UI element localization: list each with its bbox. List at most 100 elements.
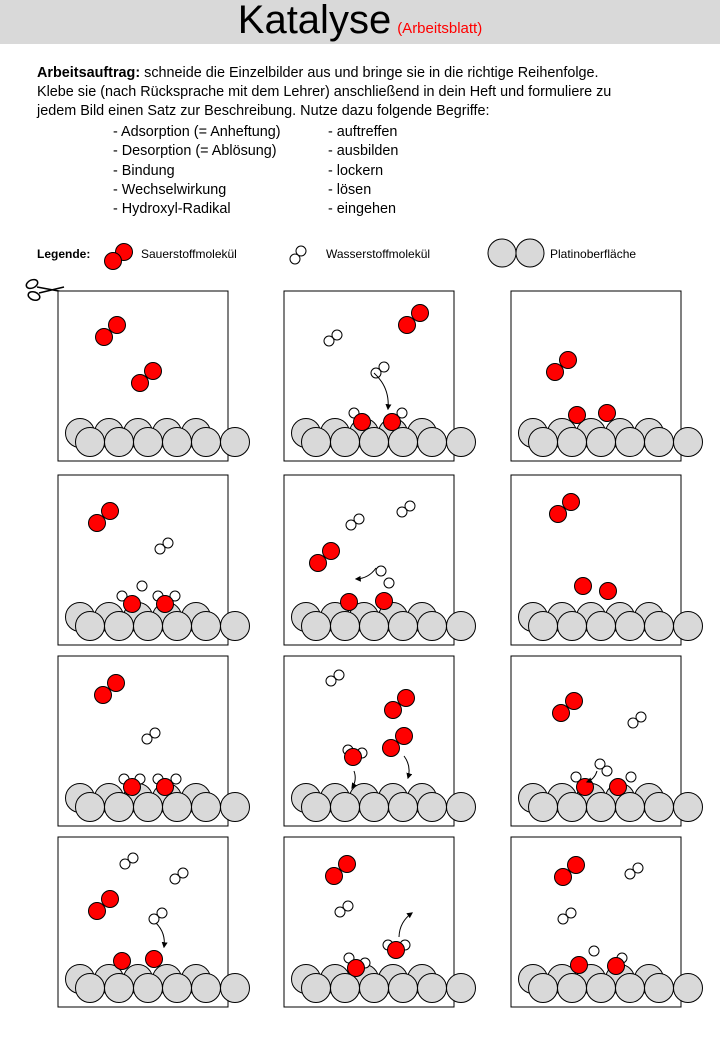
- hydrogen-atom: [333, 669, 345, 681]
- reaction-panel: [283, 474, 476, 646]
- oxygen-atom: [565, 692, 583, 710]
- oxygen-molecule: [398, 304, 429, 334]
- hydrogen-atom: [119, 858, 131, 870]
- legend-hydrogen-label: Wasserstoffmolekül: [326, 247, 431, 261]
- oxygen-atom: [101, 502, 119, 520]
- platinum-atom: [359, 973, 389, 1003]
- term-item: - eingehen: [328, 201, 397, 218]
- hydrogen-molecule: [627, 711, 647, 729]
- hydrogen-atom: [331, 329, 343, 341]
- instructions: Arbeitsauftrag: schneide die Einzelbilde…: [37, 64, 687, 121]
- term-item: - lockern: [328, 162, 384, 179]
- hydrogen-atom: [345, 519, 357, 531]
- reaction-panel: [510, 655, 703, 827]
- oxygen-molecule: [382, 727, 413, 757]
- hydrogen-molecule: [557, 907, 577, 925]
- hydrogen-atom: [127, 852, 139, 864]
- hydrogen-atom: [162, 537, 174, 549]
- platinum-atom: [133, 427, 163, 457]
- hydrogen-atom: [588, 945, 600, 957]
- hydrogen-molecule: [325, 669, 345, 687]
- platinum-atom: [220, 427, 250, 457]
- legend-hydrogen-icon: [289, 245, 307, 265]
- platinum-atom: [673, 973, 703, 1003]
- oxygen-molecule: [549, 493, 580, 523]
- hydrogen-atom: [136, 580, 148, 592]
- term-list: - Adsorption (= Anheftung) - Desorption …: [113, 123, 398, 219]
- reaction-panel: [510, 290, 703, 462]
- term-item: - ausbilden: [328, 143, 399, 160]
- legend-label: Legende:: [37, 247, 91, 261]
- oxygen-atom: [552, 704, 570, 722]
- hydrogen-atom: [396, 506, 408, 518]
- platinum-atom: [162, 611, 192, 641]
- movement-arrow: [155, 922, 168, 949]
- platinum-atom: [528, 611, 558, 641]
- oxygen-atom: [145, 950, 163, 968]
- platinum-atom: [330, 611, 360, 641]
- term-column-right: - auftreffen - ausbilden - lockern - lös…: [328, 123, 398, 219]
- oxygen-atom: [599, 582, 617, 600]
- oxygen-molecule: [94, 674, 125, 704]
- platinum-atom: [191, 611, 221, 641]
- platinum-atom: [446, 973, 476, 1003]
- hydrogen-atom: [570, 771, 582, 783]
- oxygen-atom: [88, 902, 106, 920]
- oxygen-atom: [598, 404, 616, 422]
- oxygen-atom: [568, 406, 586, 424]
- oxygen-atom: [156, 595, 174, 613]
- hydrogen-atom: [342, 900, 354, 912]
- platinum-atom: [191, 792, 221, 822]
- oxygen-atom: [322, 542, 340, 560]
- platinum-atom: [162, 973, 192, 1003]
- movement-arrow: [351, 770, 358, 790]
- legend-oxygen-label: Sauerstoffmolekül: [141, 247, 237, 261]
- hydrogen-atom: [601, 765, 613, 777]
- term-item: - auftreffen: [328, 124, 398, 140]
- platinum-atom: [417, 427, 447, 457]
- hydrogen-atom: [557, 913, 569, 925]
- platinum-atom: [330, 792, 360, 822]
- platinum-atom: [586, 792, 616, 822]
- legend-platinum-label: Platinoberfläche: [550, 247, 637, 261]
- platinum-atom: [162, 427, 192, 457]
- platinum-atom: [615, 427, 645, 457]
- platinum-atom: [528, 973, 558, 1003]
- oxygen-atom: [382, 739, 400, 757]
- hydrogen-atom: [594, 758, 606, 770]
- oxygen-molecule: [554, 856, 585, 886]
- oxygen-atom: [387, 941, 405, 959]
- hydrogen-atom: [148, 913, 160, 925]
- instructions-line3: jedem Bild einen Satz zur Beschreibung. …: [37, 103, 490, 119]
- legend: Legende: Sauerstoffmolekül Wasserstoffmo…: [37, 243, 697, 271]
- reaction-panel: [283, 290, 476, 462]
- oxygen-molecule: [325, 855, 356, 885]
- platinum-atom: [191, 427, 221, 457]
- hydrogen-molecule: [370, 361, 390, 379]
- oxygen-atom: [375, 592, 393, 610]
- platinum-atom: [133, 973, 163, 1003]
- platinum-atom: [133, 611, 163, 641]
- platinum-atom: [191, 973, 221, 1003]
- hydrogen-atom: [154, 543, 166, 555]
- platinum-atom: [417, 611, 447, 641]
- oxygen-atom: [156, 778, 174, 796]
- platinum-atom: [615, 792, 645, 822]
- hydrogen-atom: [325, 675, 337, 687]
- platinum-atom: [75, 427, 105, 457]
- oxygen-atom: [123, 595, 141, 613]
- hydrogen-atom: [396, 407, 408, 419]
- oxygen-atom: [123, 778, 141, 796]
- hydrogen-atom: [156, 907, 168, 919]
- term-item: - Desorption (= Ablösung): [113, 143, 277, 160]
- platinum-atom: [557, 792, 587, 822]
- hydrogen-atom: [383, 577, 395, 589]
- term-column-left: - Adsorption (= Anheftung) - Desorption …: [113, 123, 324, 219]
- platinum-atom: [615, 611, 645, 641]
- oxygen-atom: [131, 374, 149, 392]
- platinum-atom: [417, 973, 447, 1003]
- platinum-atom: [586, 611, 616, 641]
- term-item: - Adsorption (= Anheftung): [113, 124, 281, 140]
- platinum-atom: [586, 427, 616, 457]
